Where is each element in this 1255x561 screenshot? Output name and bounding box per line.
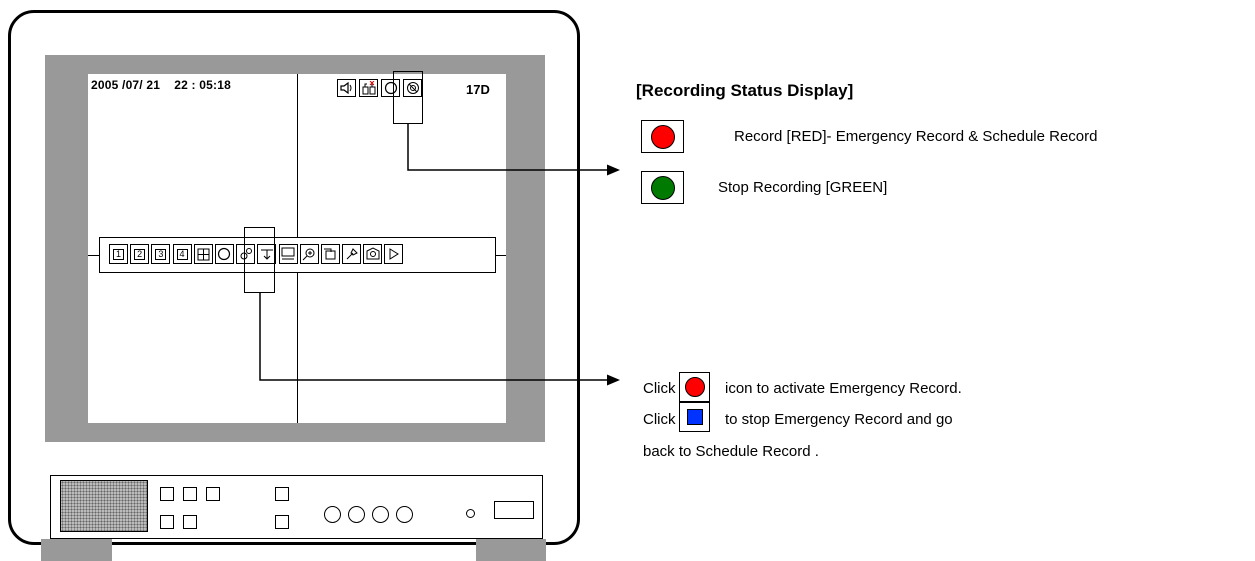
panel-button[interactable] [275, 487, 289, 501]
channel-1-icon[interactable]: 1 [109, 244, 128, 264]
panel-button[interactable] [183, 487, 197, 501]
green-dot-icon [650, 175, 675, 200]
menu-toolbar [99, 237, 496, 273]
channel-3-number: 3 [155, 248, 167, 260]
stop-emergency-icon[interactable] [679, 402, 710, 432]
record-button-icon[interactable] [214, 244, 234, 264]
status-icon-bar [337, 79, 425, 101]
power-led [466, 509, 475, 518]
channel-2-number: 2 [134, 248, 146, 260]
ptz-icon[interactable] [342, 244, 362, 264]
split-screen-icon[interactable] [193, 244, 213, 264]
backup-icon[interactable] [278, 244, 298, 264]
record-button-highlight [244, 227, 275, 293]
speaker-icon[interactable] [337, 79, 356, 97]
stop-text: to stop Emergency Record and go [725, 411, 953, 428]
panel-button[interactable] [206, 487, 220, 501]
settings-icon[interactable] [236, 244, 256, 264]
panel-knob[interactable] [348, 506, 365, 523]
red-dot-icon [684, 377, 705, 397]
panel-knob[interactable] [396, 506, 413, 523]
arrow-line-status [407, 124, 608, 171]
zoom-icon[interactable] [299, 244, 319, 264]
panel-knob[interactable] [372, 506, 389, 523]
click-prefix-2: Click [643, 411, 676, 428]
target-icon[interactable] [403, 79, 422, 97]
datetime-readout: 2005 /07/ 21 22 : 05:18 [91, 78, 231, 92]
disc-slot [494, 501, 534, 519]
speaker-grille [60, 480, 148, 532]
arrow-head-toolbar [607, 374, 620, 386]
channel-3-icon[interactable]: 3 [151, 244, 171, 264]
channel-4-icon[interactable]: 4 [172, 244, 192, 264]
blue-square-icon [686, 409, 703, 425]
sequence-icon[interactable] [320, 244, 340, 264]
stop-green-label: Stop Recording [GREEN] [718, 179, 888, 196]
channel-2-icon[interactable]: 2 [130, 244, 150, 264]
arrow-line-toolbar [259, 293, 608, 381]
stop-green-swatch [641, 171, 684, 204]
red-dot-icon [650, 124, 675, 149]
activate-text: icon to activate Emergency Record. [725, 380, 962, 397]
legend-title: [Recording Status Display] [636, 81, 854, 100]
arrow-head-status [607, 164, 620, 176]
monitor-foot-right [476, 539, 546, 561]
panel-button[interactable] [160, 487, 174, 501]
monitor-foot-left [41, 539, 112, 561]
channel-label: 17D [466, 82, 490, 97]
lock-icon[interactable] [359, 79, 378, 97]
channel-4-number: 4 [176, 248, 188, 260]
record-red-swatch [641, 120, 684, 153]
toolbar-icons: 1 2 3 4 [109, 244, 406, 264]
camera-setup-icon[interactable] [363, 244, 383, 264]
record-red-label: Record [RED]- Emergency Record & Schedul… [734, 128, 1098, 145]
record-circle-icon[interactable] [381, 79, 400, 97]
panel-button[interactable] [183, 515, 197, 529]
back-text: back to Schedule Record . [643, 443, 819, 460]
channel-1-number: 1 [112, 248, 124, 260]
panel-button[interactable] [275, 515, 289, 529]
panel-button[interactable] [160, 515, 174, 529]
search-record-icon[interactable] [257, 244, 277, 264]
click-prefix-1: Click [643, 380, 676, 397]
panel-knob[interactable] [324, 506, 341, 523]
emergency-record-icon[interactable] [679, 372, 710, 402]
record-status-highlight [393, 71, 423, 124]
play-icon[interactable] [384, 244, 404, 264]
